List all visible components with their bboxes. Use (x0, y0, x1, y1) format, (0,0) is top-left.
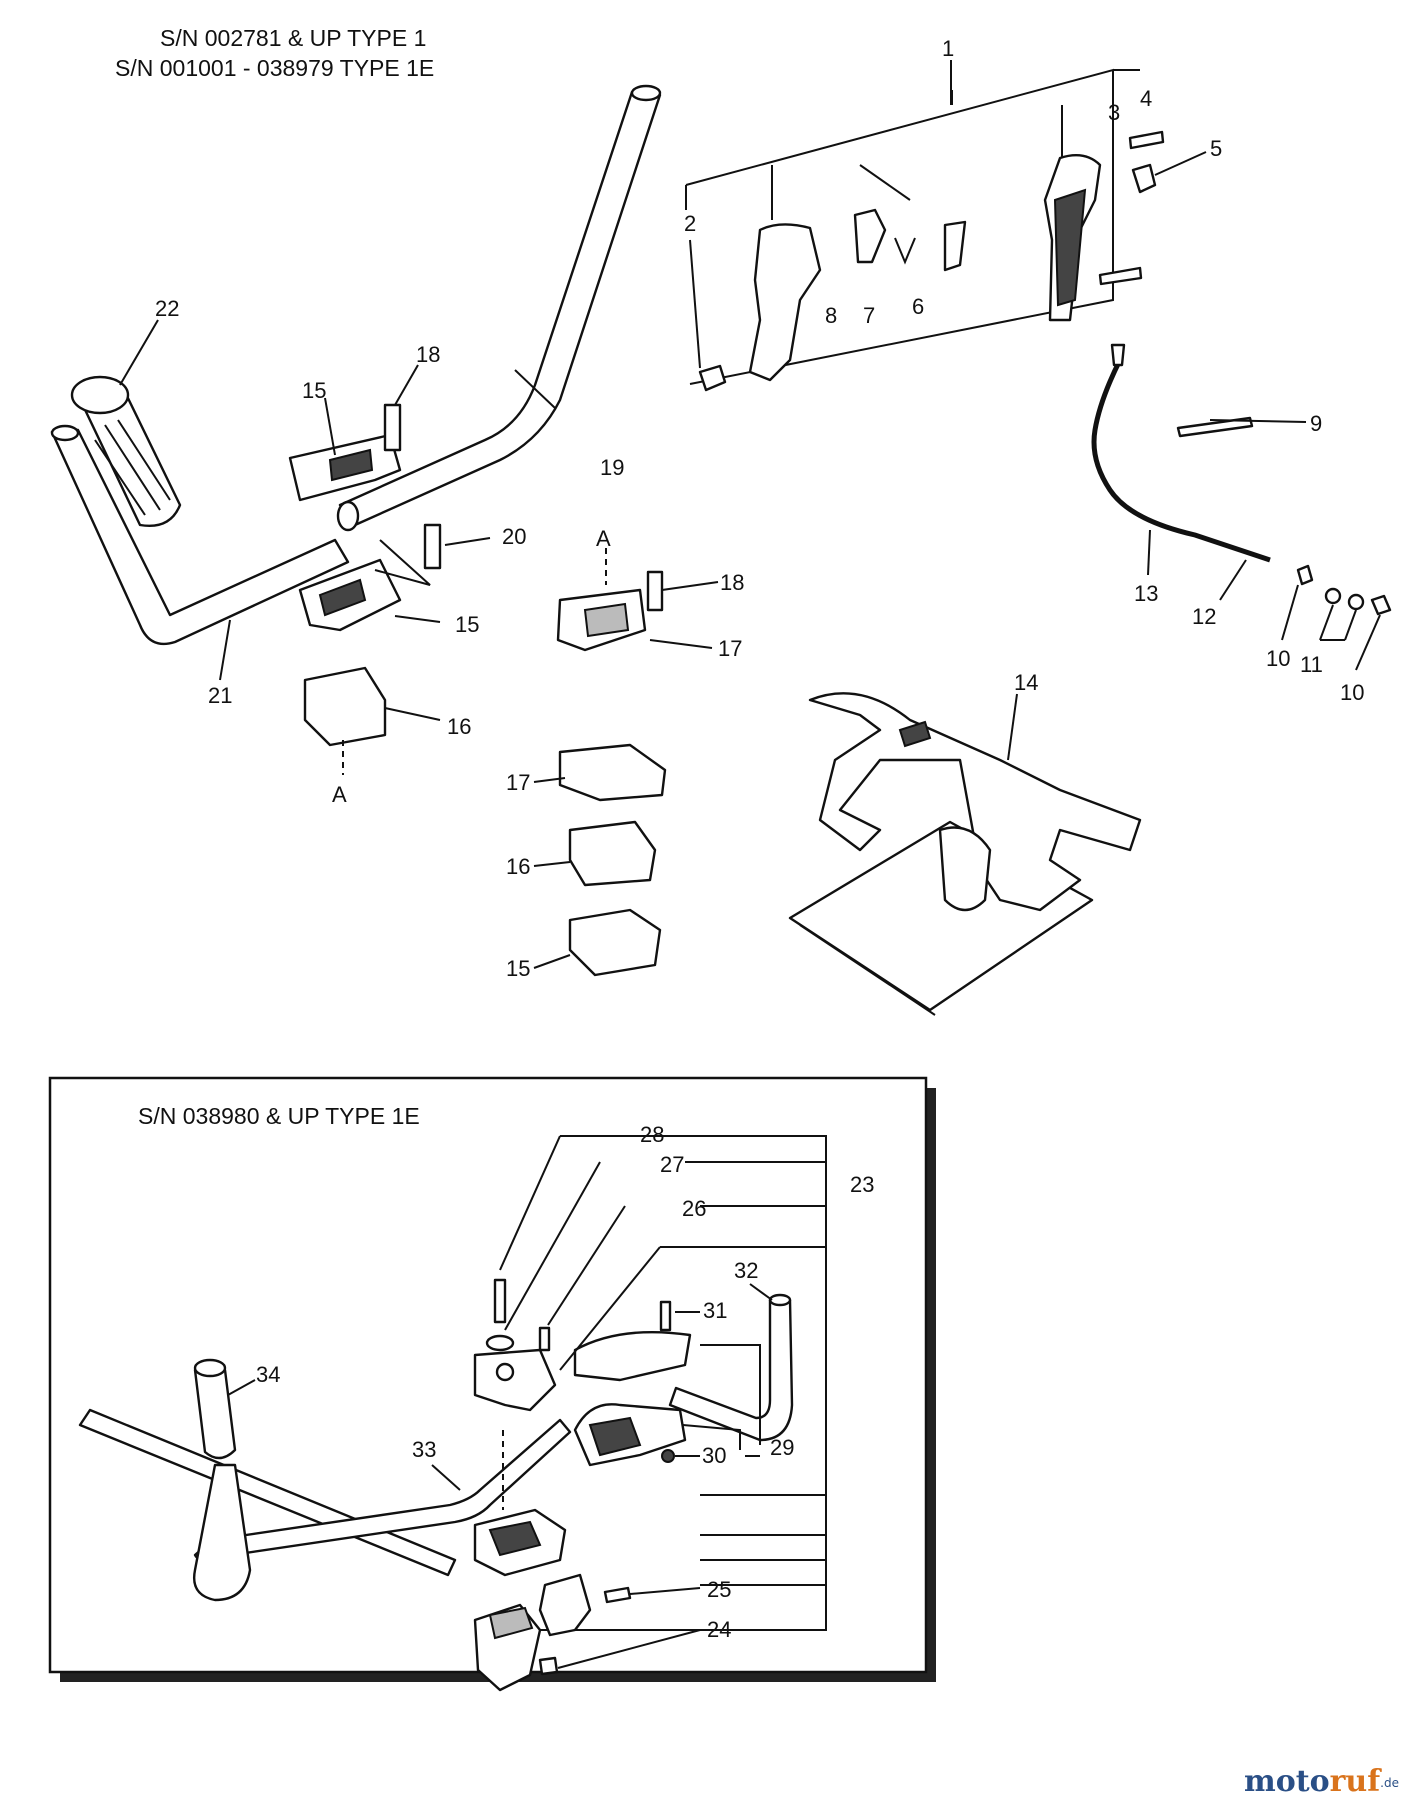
callout-12: 12 (1192, 604, 1216, 629)
screw-4 (1128, 130, 1165, 150)
switch-5 (1131, 163, 1157, 194)
screw-20 (423, 523, 442, 570)
callout-28: 28 (640, 1122, 664, 1147)
upper-clamp-block (473, 1348, 557, 1412)
nut-2 (698, 364, 727, 392)
nut-10b (1370, 594, 1392, 616)
screw-25 (603, 1586, 632, 1604)
callout-5: 5 (1210, 136, 1222, 161)
watermark-logo: motoruf.de (1244, 1764, 1399, 1799)
nut-24 (538, 1656, 559, 1676)
callout-6: 6 (912, 294, 924, 319)
shoulder-harness (788, 692, 1142, 1016)
callout-19: 19 (600, 455, 624, 480)
callout-21: 21 (208, 683, 232, 708)
handlebar-tube-21 (50, 428, 350, 646)
callout-29: 29 (770, 1435, 794, 1460)
callout-15b: 15 (455, 612, 479, 637)
callout-15c: 15 (506, 956, 530, 981)
clamp-15c (568, 908, 662, 977)
callout-33: 33 (412, 1437, 436, 1462)
cushion-16b (568, 820, 657, 887)
callout-10a: 10 (1266, 646, 1290, 671)
washer-11 (1324, 587, 1342, 605)
callout-8: 8 (825, 303, 837, 328)
screw-18a (383, 403, 402, 452)
bolt-28 (493, 1278, 507, 1324)
callout-14: 14 (1014, 670, 1038, 695)
handle-assembly (685, 68, 1165, 392)
callout-25: 25 (707, 1577, 731, 1602)
callout-9: 9 (1310, 411, 1322, 436)
callout-11: 11 (1300, 652, 1323, 677)
nut-10a (1296, 564, 1314, 586)
trigger-8 (853, 208, 887, 264)
handlebar-tube-19 (338, 90, 662, 527)
callout-31: 31 (703, 1298, 727, 1323)
clamp-17b (558, 743, 667, 802)
clamp-half-25 (538, 1573, 592, 1637)
callout-4: 4 (1140, 86, 1152, 111)
inset-header: S/N 038980 & UP TYPE 1E (138, 1103, 420, 1129)
callout-17a: 17 (718, 636, 742, 661)
callout-34: 34 (256, 1362, 280, 1387)
callout-16b: 16 (506, 854, 530, 879)
screw-26 (538, 1326, 551, 1352)
screw-18b (646, 570, 664, 612)
callout-3: 3 (1108, 100, 1120, 125)
serial-header-line1: S/N 002781 & UP TYPE 1 (160, 25, 426, 51)
callout-27: 27 (660, 1152, 684, 1177)
loop-handle-32 (668, 1298, 794, 1442)
inset-panel: S/N 038980 & UP TYPE 1E (48, 1076, 936, 1692)
handlebar-assembly (50, 84, 667, 977)
washer-27 (485, 1334, 515, 1352)
callout-32: 32 (734, 1258, 758, 1283)
cushion-16a (303, 666, 387, 747)
callout-7: 7 (863, 303, 875, 328)
callout-13: 13 (1134, 581, 1158, 606)
callout-18b: 18 (720, 570, 744, 595)
callout-24: 24 (707, 1617, 731, 1642)
callout-17b: 17 (506, 770, 530, 795)
callout-20: 20 (502, 524, 526, 549)
harness-hip-pad (938, 826, 992, 912)
nut-30 (661, 1449, 675, 1463)
lever-6 (943, 220, 967, 272)
spring-7 (894, 237, 916, 265)
screw-3 (1098, 266, 1143, 286)
callout-26: 26 (682, 1196, 706, 1221)
callout-18a: 18 (416, 342, 440, 367)
callout-15a: 15 (302, 378, 326, 403)
callout-30: 30 (702, 1443, 726, 1468)
reference-a-lower: A (332, 782, 347, 807)
serial-header-line2: S/N 001001 - 038979 TYPE 1E (115, 55, 434, 81)
bar-loop (193, 1463, 252, 1602)
callout-2: 2 (684, 211, 696, 236)
callout-22: 22 (155, 296, 179, 321)
cover-31 (573, 1330, 692, 1382)
reference-a-upper: A (596, 526, 611, 551)
callout-23: 23 (850, 1172, 874, 1197)
callout-16a: 16 (447, 714, 471, 739)
screw-31 (659, 1300, 672, 1332)
callout-1: 1 (942, 36, 954, 61)
callout-10b: 10 (1340, 680, 1364, 705)
throttle-housing (748, 223, 822, 382)
throttle-cable (1091, 343, 1392, 616)
